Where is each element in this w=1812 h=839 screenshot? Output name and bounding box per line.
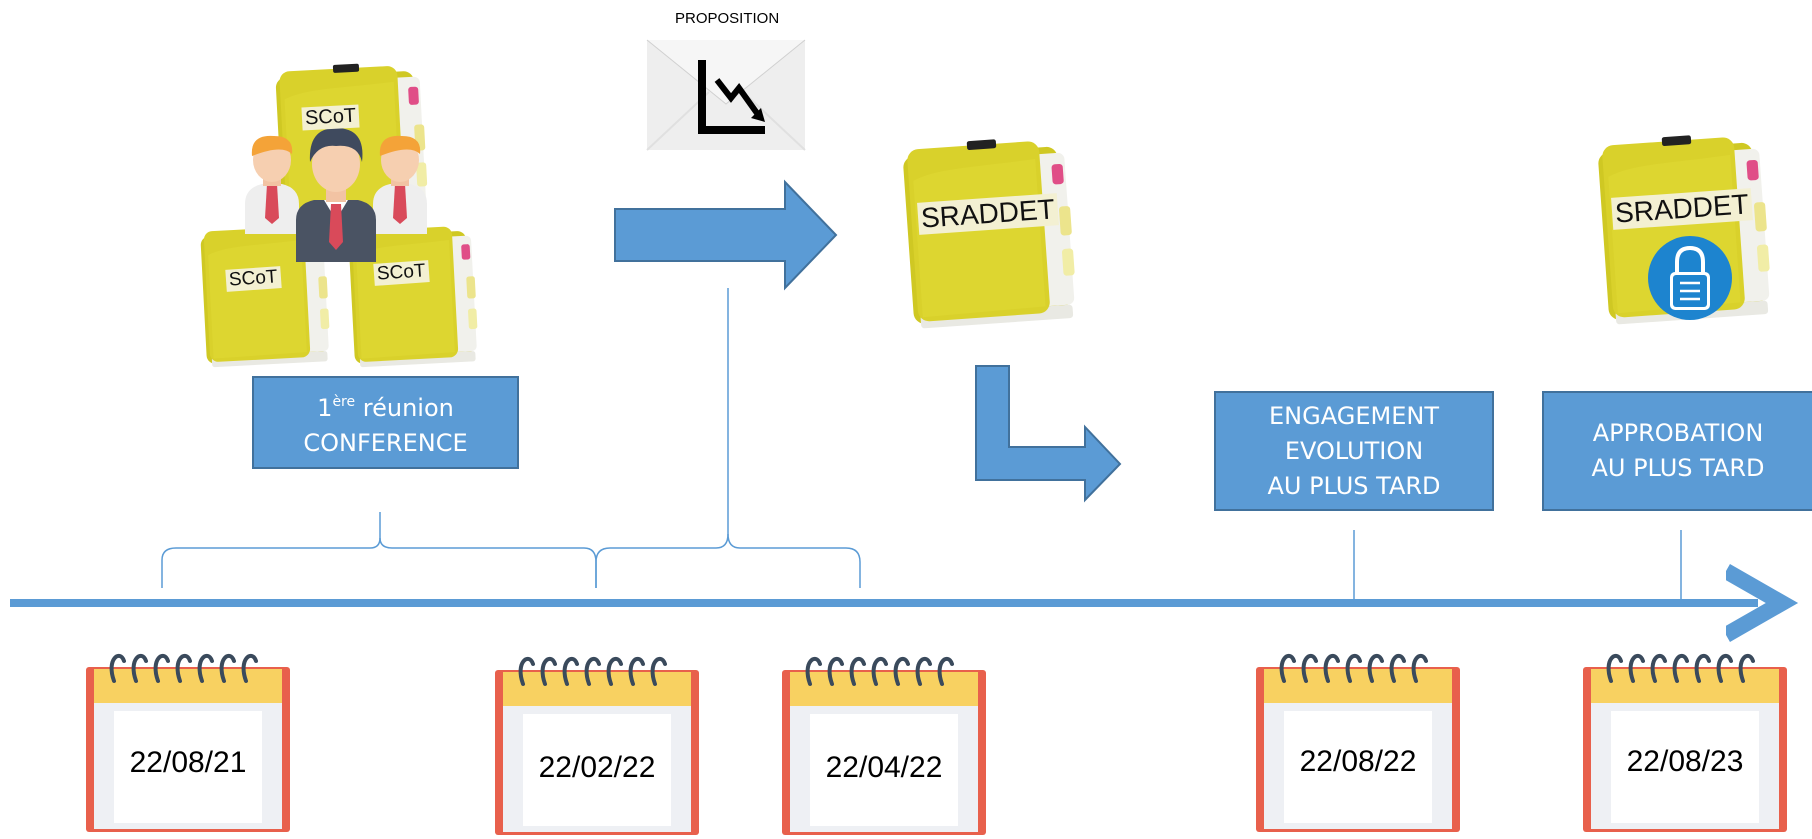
approbation-line2: AU PLUS TARD <box>1591 454 1765 482</box>
conference-box: 1ère réunion CONFERENCE <box>252 376 519 469</box>
date-label: 22/02/22 <box>538 751 656 784</box>
conference-superscript: ère <box>332 393 356 410</box>
right-arrow <box>614 179 838 291</box>
engagement-box: ENGAGEMENT EVOLUTION AU PLUS TARD <box>1214 391 1494 511</box>
folder-label: SCoT <box>225 266 282 292</box>
engagement-line1: ENGAGEMENT <box>1269 401 1439 430</box>
folder-label: SCoT <box>373 260 430 286</box>
approbation-box: APPROBATION AU PLUS TARD <box>1542 391 1812 511</box>
engagement-line2: EVOLUTION <box>1284 436 1424 465</box>
envelope-chart-icon <box>646 39 806 151</box>
engagement-line3: AU PLUS TARD <box>1267 471 1441 500</box>
folder-label: SCoT <box>301 104 360 131</box>
date-label: 22/08/22 <box>1299 745 1417 778</box>
calendar-icon <box>1581 653 1789 834</box>
calendar-icon <box>780 656 988 837</box>
padlock-icon <box>1648 236 1732 320</box>
conference-line1: réunion <box>355 393 454 422</box>
calendar-icon <box>1254 653 1462 834</box>
proposition-label: PROPOSITION <box>675 10 780 27</box>
date-label: 22/08/23 <box>1626 745 1744 778</box>
calendar-icon <box>493 656 701 837</box>
conference-number: 1 <box>317 393 333 422</box>
bent-arrow <box>975 365 1122 503</box>
brace-left <box>161 512 597 588</box>
date-label: 22/08/21 <box>129 746 247 779</box>
date-label: 22/04/22 <box>825 751 943 784</box>
conference-line2: CONFERENCE <box>303 428 468 457</box>
calendar-icon <box>84 653 292 834</box>
approbation-line1: APPROBATION <box>1592 419 1764 447</box>
people-icon <box>245 128 427 262</box>
brace-right <box>595 288 861 588</box>
